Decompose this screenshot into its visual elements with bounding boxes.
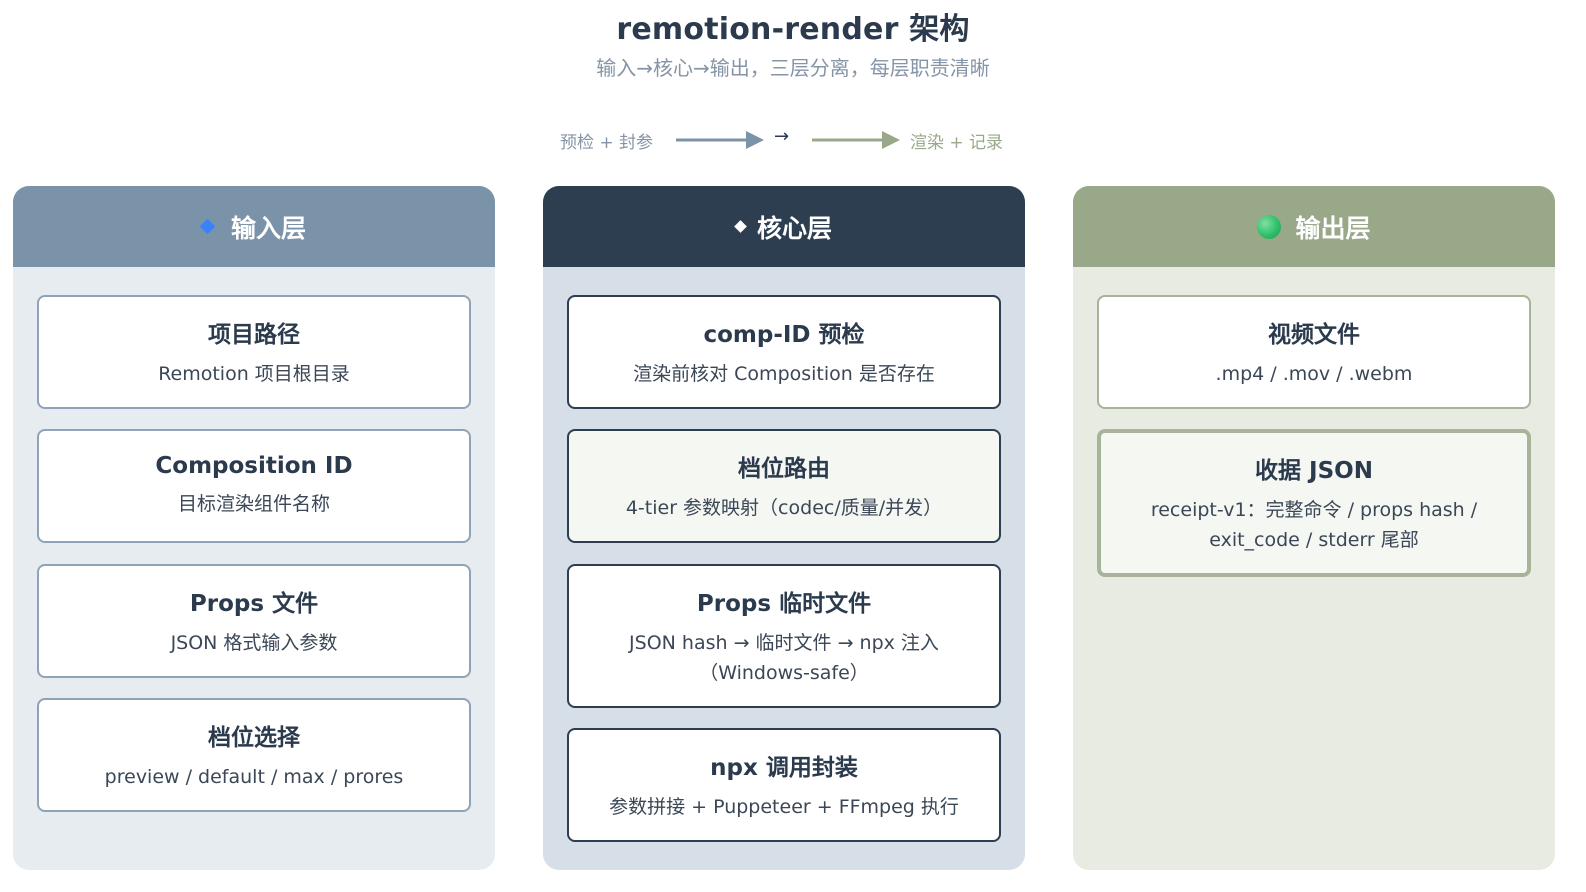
- card-title: npx 调用封装: [710, 755, 858, 781]
- card-title: Props 文件: [189, 591, 319, 617]
- card-title: 档位选择: [208, 725, 300, 751]
- card-comp-id-precheck: comp-ID 预检 渲染前核对 Composition 是否存在: [567, 295, 1001, 409]
- card-title: 档位路由: [738, 456, 830, 482]
- card-desc: preview / default / max / prores: [104, 766, 404, 788]
- input-layer-title: 输入层: [230, 213, 306, 243]
- flow-left-label: 预检 + 封参: [560, 133, 654, 153]
- output-layer-column: 输出层 视频文件 .mp4 / .mov / .webm 收据 JSON rec…: [1073, 186, 1555, 870]
- flow-right-label: 渲染 + 记录: [910, 133, 1004, 153]
- core-layer-title: 核心层: [756, 213, 832, 243]
- blue-diamond-icon: [199, 218, 216, 235]
- card-desc: 参数拼接 + Puppeteer + FFmpeg 执行: [609, 796, 959, 818]
- card-video-file: 视频文件 .mp4 / .mov / .webm: [1097, 295, 1531, 409]
- card-desc: 渲染前核对 Composition 是否存在: [633, 363, 935, 385]
- card-desc: JSON 格式输入参数: [170, 632, 338, 654]
- card-desc: 4-tier 参数映射（codec/质量/并发）: [625, 497, 943, 519]
- card-desc: 目标渲染组件名称: [177, 493, 330, 515]
- card-title: Props 临时文件: [696, 591, 872, 617]
- core-layer-column: 核心层 comp-ID 预检 渲染前核对 Composition 是否存在 档位…: [543, 186, 1025, 870]
- white-diamond-icon: [734, 220, 747, 233]
- output-layer-header: 输出层: [1073, 186, 1555, 267]
- card-desc: .mp4 / .mov / .webm: [1215, 363, 1413, 385]
- arrow-right-icon: [676, 131, 764, 149]
- card-composition-id: Composition ID 目标渲染组件名称: [37, 429, 471, 543]
- arrow-right-icon: [812, 131, 900, 149]
- card-tier-routing: 档位路由 4-tier 参数映射（codec/质量/并发）: [567, 429, 1001, 543]
- card-title: 收据 JSON: [1255, 458, 1373, 484]
- card-receipt-json: 收据 JSON receipt-v1：完整命令 / props hash / e…: [1097, 429, 1531, 577]
- green-circle-icon: [1257, 214, 1282, 239]
- card-desc: JSON hash → 临时文件 → npx 注入（Windows-safe）: [629, 632, 939, 684]
- flow-mid-arrow: →: [774, 126, 790, 147]
- core-layer-header: 核心层: [543, 186, 1025, 267]
- card-project-path: 项目路径 Remotion 项目根目录: [37, 295, 471, 409]
- card-title: 项目路径: [208, 322, 300, 348]
- output-layer-title: 输出层: [1295, 213, 1371, 243]
- card-props-temp-file: Props 临时文件 JSON hash → 临时文件 → npx 注入（Win…: [567, 564, 1001, 708]
- card-title: comp-ID 预检: [703, 322, 865, 348]
- page-subtitle: 输入→核心→输出，三层分离，每层职责清晰: [596, 56, 990, 80]
- page-title: remotion-render 架构: [616, 12, 970, 47]
- card-desc: receipt-v1：完整命令 / props hash / exit_code…: [1150, 499, 1478, 551]
- card-tier-select: 档位选择 preview / default / max / prores: [37, 698, 471, 812]
- input-layer-header: 输入层: [13, 186, 495, 267]
- card-title: Composition ID: [155, 453, 353, 479]
- flow-legend: 预检 + 封参 → 渲染 + 记录: [0, 126, 1586, 154]
- card-props-file: Props 文件 JSON 格式输入参数: [37, 564, 471, 678]
- input-layer-column: 输入层 项目路径 Remotion 项目根目录 Composition ID 目…: [13, 186, 495, 870]
- card-npx-wrapper: npx 调用封装 参数拼接 + Puppeteer + FFmpeg 执行: [567, 728, 1001, 842]
- card-desc: Remotion 项目根目录: [158, 363, 350, 385]
- card-title: 视频文件: [1268, 322, 1360, 348]
